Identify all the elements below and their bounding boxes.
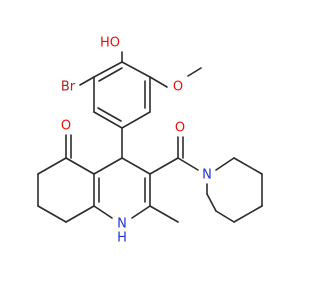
ring-nitrogen-label: N <box>117 217 127 232</box>
bond <box>121 111 151 129</box>
bond <box>65 205 95 223</box>
bromo-label: Br <box>61 80 76 95</box>
bond <box>233 157 263 175</box>
bond <box>98 67 123 82</box>
bond <box>206 193 217 212</box>
ketone-oxygen-label: O <box>61 119 71 134</box>
bond <box>93 61 123 78</box>
bond <box>93 111 123 129</box>
bond <box>93 205 113 219</box>
bond <box>65 157 95 175</box>
bond <box>149 76 168 88</box>
bond <box>121 61 151 78</box>
bond <box>37 157 67 175</box>
bond <box>187 67 202 77</box>
bond <box>177 157 199 171</box>
bond <box>233 205 263 223</box>
amide-oxygen-label: O <box>175 121 185 136</box>
structure-diagram: HO Br O O O N N H <box>37 36 263 246</box>
bond <box>97 107 122 122</box>
bonds <box>37 51 263 223</box>
bond <box>79 76 95 86</box>
hydroxyl-label: HO <box>100 36 120 51</box>
methoxy-oxygen-label: O <box>173 80 183 95</box>
bond <box>149 205 179 223</box>
bond <box>215 210 235 223</box>
bond <box>131 205 151 219</box>
atom-labels: HO Br O O O N N H <box>61 36 212 246</box>
piperidine-nitrogen-label: N <box>202 168 212 183</box>
bond <box>149 157 179 175</box>
ring-nh-hydrogen-label: H <box>117 231 127 246</box>
bond <box>215 157 235 171</box>
bond <box>93 157 123 175</box>
bond <box>121 157 151 175</box>
bond <box>37 205 67 223</box>
molecule-canvas: HO Br O O O N N H <box>37 36 263 246</box>
